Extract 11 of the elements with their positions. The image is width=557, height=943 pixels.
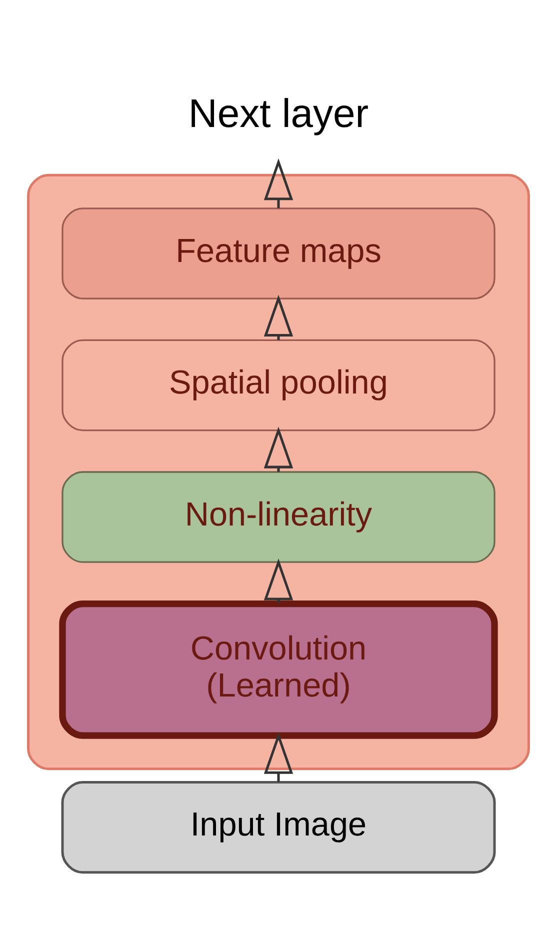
- node-box: Spatial pooling: [62, 338, 496, 431]
- node-box: Non-linearity: [62, 470, 496, 562]
- node-box: Input Image: [61, 780, 496, 874]
- arrow: [264, 732, 294, 782]
- node-box: Feature maps: [62, 207, 496, 299]
- node-text: Next layer: [188, 92, 369, 136]
- cluster: [27, 173, 530, 770]
- arrow: [264, 426, 294, 472]
- arrow: [264, 294, 294, 340]
- arrow: [264, 558, 294, 603]
- arrow: [264, 158, 294, 208]
